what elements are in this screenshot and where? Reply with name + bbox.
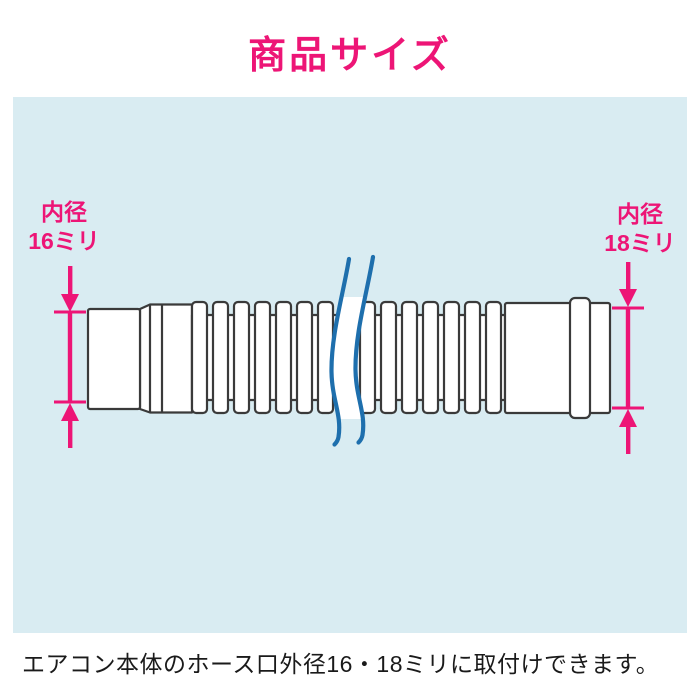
left-dimension-label-line1: 内径 <box>41 199 87 225</box>
arrow-up-icon <box>61 403 79 421</box>
left-dimension-marker <box>54 266 86 448</box>
right-dimension-label-line1: 内径 <box>617 201 663 227</box>
left-dimension-label: 内径 16ミリ <box>4 198 124 256</box>
hose-right-ring <box>568 296 592 420</box>
dimension-tick <box>612 406 644 410</box>
right-dimension-label-line2: 18ミリ <box>604 230 676 256</box>
arrow-up-icon <box>619 409 637 427</box>
break-lines <box>329 254 376 447</box>
arrow-down-icon <box>61 294 79 312</box>
dimension-tick <box>54 310 86 314</box>
dimension-markers <box>54 262 644 454</box>
caption-text: エアコン本体のホース口外径16・18ミリに取付けできます。 <box>22 651 660 677</box>
break-line-left <box>329 256 352 447</box>
dimension-tick <box>612 306 644 310</box>
break-line-right <box>353 254 376 445</box>
arrow-down-icon <box>619 289 637 307</box>
dimension-tick <box>54 400 86 404</box>
page-title: 商品サイズ <box>248 35 452 77</box>
hose-left-cuff <box>86 307 142 411</box>
right-dimension-label: 内径 18ミリ <box>580 200 700 258</box>
hose-right-cuff <box>503 301 612 415</box>
hose-left-neck <box>138 303 194 414</box>
left-dimension-label-line2: 16ミリ <box>28 228 100 254</box>
hose-ridges <box>190 300 503 415</box>
right-dimension-marker <box>612 262 644 454</box>
